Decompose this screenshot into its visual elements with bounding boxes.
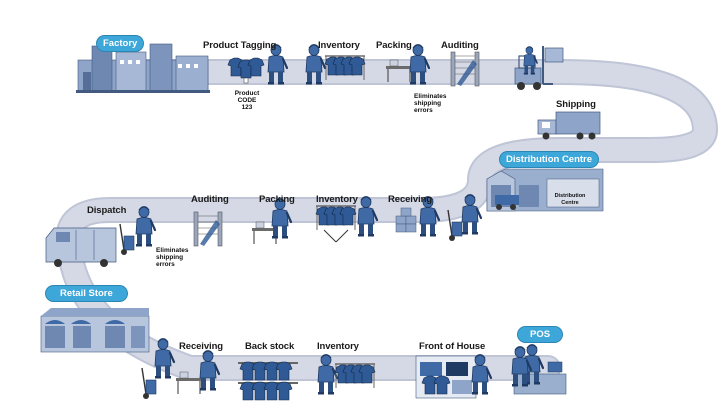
pos-label: POS (518, 327, 563, 342)
packing-label: Packing (259, 194, 295, 205)
retail-store-label: Retail Store (46, 286, 127, 301)
dispatch-label: Dispatch (87, 205, 127, 216)
store-icon (40, 308, 150, 353)
product-tagging-label: Product Tagging (203, 40, 277, 51)
front-of-house-label: Front of House (419, 341, 486, 352)
hand-truck-icon (141, 367, 157, 400)
hand-truck-icon (119, 223, 135, 256)
truck-icon (537, 111, 601, 140)
forklift-icon (514, 45, 564, 90)
receiving-label: Receiving (388, 194, 432, 205)
van-icon (45, 227, 117, 267)
packing-label: Packing (376, 40, 412, 51)
inventory-label: Inventory (318, 40, 360, 51)
auditing-label: Auditing (441, 40, 479, 51)
clothing-rack-icon (316, 206, 356, 243)
inventory-label: Inventory (317, 341, 359, 352)
box-stack-icon (395, 207, 417, 233)
inventory-label: Inventory (316, 194, 358, 205)
factory-icon (76, 43, 210, 93)
shelf-icon (238, 361, 298, 401)
tagged-garments-icon (227, 57, 265, 84)
auditing-label: Auditing (191, 194, 229, 205)
distribution-centre-label: Distribution Centre (500, 152, 599, 167)
clothing-rack-icon (335, 364, 375, 388)
factory-label: Factory (97, 36, 144, 51)
receiving-label: Receiving (179, 341, 223, 352)
shipping-label: Shipping (556, 99, 596, 110)
storefront-display-icon (415, 355, 477, 399)
back-stock-label: Back stock (245, 341, 295, 352)
warehouse-icon (486, 168, 604, 212)
